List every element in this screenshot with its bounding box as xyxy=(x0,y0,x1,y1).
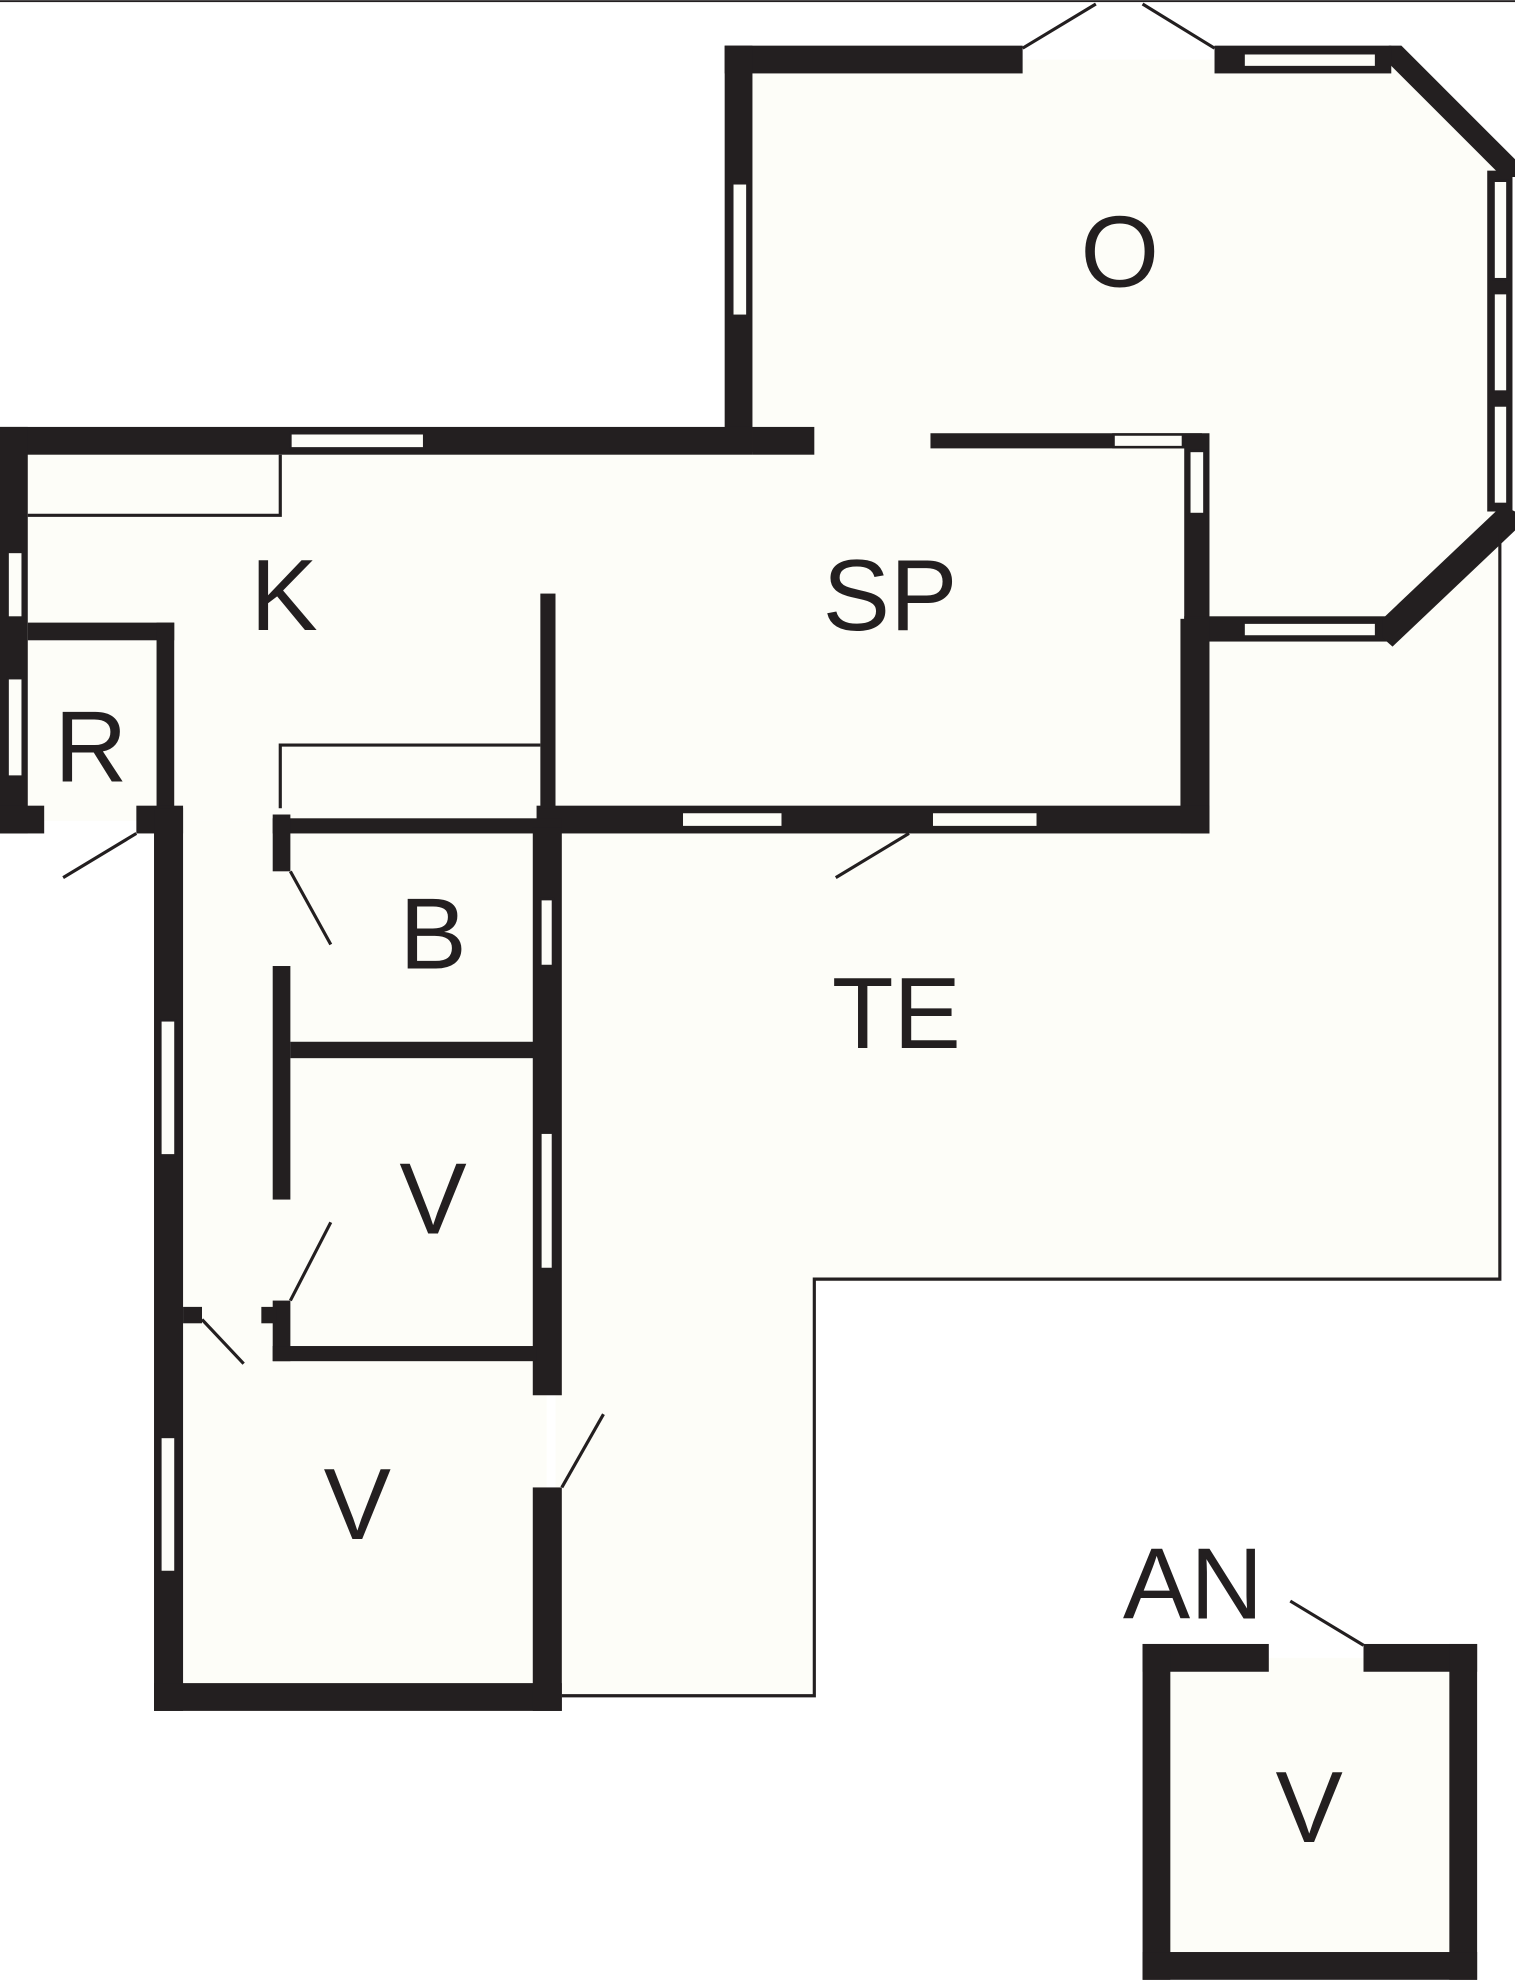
room-label-v-upper: V xyxy=(399,1144,466,1256)
fixtures-and-outlines xyxy=(27,454,1502,1698)
door-swings xyxy=(62,2,1365,1647)
room-labels: O K SP R B TE V V AN V xyxy=(54,197,1342,1864)
floor-areas xyxy=(13,59,1503,1965)
room-label-sp: SP xyxy=(823,540,958,652)
room-label-an: AN xyxy=(1123,1529,1263,1641)
annex-floor xyxy=(1156,1657,1464,1965)
room-label-k: K xyxy=(250,540,317,652)
room-label-o: O xyxy=(1081,197,1160,309)
corridor-floor xyxy=(167,820,547,1699)
windows xyxy=(6,51,1509,1574)
room-label-te: TE xyxy=(832,958,961,1070)
room-o-floor xyxy=(738,59,1503,632)
room-label-v-lower: V xyxy=(324,1449,391,1561)
room-label-r: R xyxy=(54,692,127,804)
room-label-v-annex: V xyxy=(1276,1752,1343,1864)
room-label-b: B xyxy=(399,878,466,990)
main-floor xyxy=(13,440,1197,821)
